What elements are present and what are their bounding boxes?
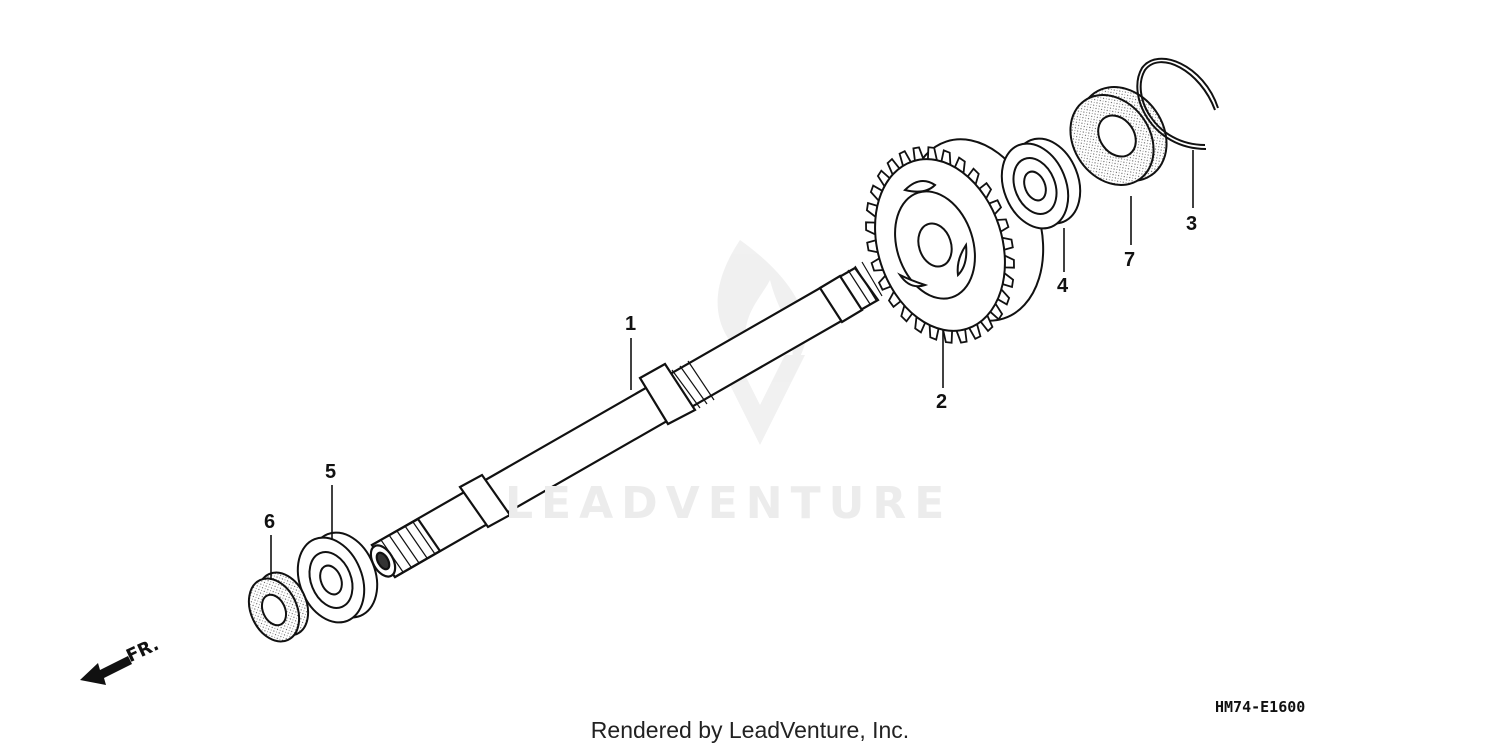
bearing-left: [296, 531, 379, 624]
credit-text: Rendered by LeadVenture, Inc.: [590, 717, 910, 743]
watermark-text: LEADVENTURE: [505, 478, 953, 529]
bearing-right: [1000, 137, 1082, 230]
leader-lines: [270, 150, 1194, 580]
callout-7: 7: [1124, 249, 1136, 271]
shaft: [369, 261, 883, 579]
oil-seal-right: [1069, 86, 1168, 186]
callout-5: 5: [325, 461, 337, 483]
callout-2: 2: [936, 391, 948, 413]
oil-seal-left: [247, 571, 310, 643]
front-direction-arrow: [80, 656, 132, 685]
callout-3: 3: [1186, 213, 1198, 235]
snap-ring: [1136, 57, 1219, 150]
callout-4: 4: [1057, 275, 1069, 297]
callout-6: 6: [264, 511, 276, 533]
callout-1: 1: [625, 313, 637, 335]
gear: [865, 138, 1045, 344]
diagram-code: HM74-E1600: [1215, 698, 1306, 716]
